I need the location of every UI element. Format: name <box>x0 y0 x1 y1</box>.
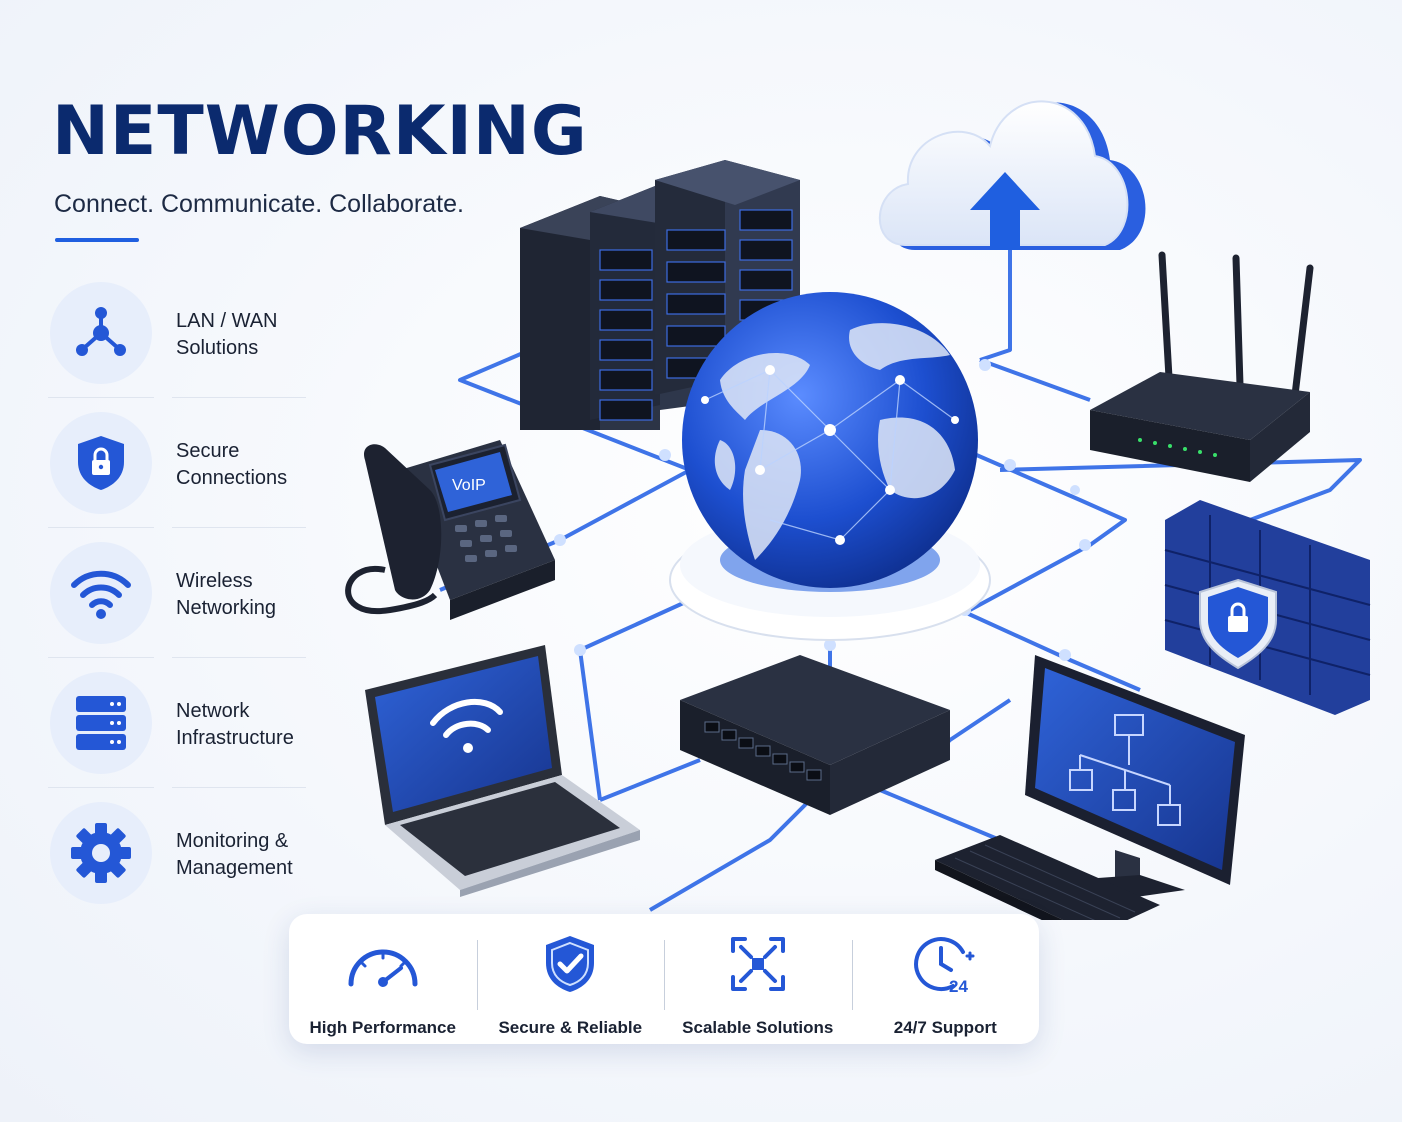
page-title: NETWORKING <box>52 92 588 171</box>
globe-icon <box>669 292 991 641</box>
divider <box>48 397 306 398</box>
benefit-label: Scalable Solutions <box>682 1018 834 1037</box>
benefit-label: Secure & Reliable <box>498 1018 643 1037</box>
router-icon <box>1090 251 1314 482</box>
speedometer-icon <box>344 934 422 994</box>
benefit-high-performance: High Performance <box>289 914 477 1044</box>
shield-lock-icon <box>50 412 152 514</box>
feature-infrastructure[interactable]: Network Infrastructure <box>48 658 306 788</box>
firewall-icon <box>1164 500 1371 715</box>
title-underline <box>55 238 139 242</box>
feature-list: LAN / WAN Solutions Secure Connections <box>48 268 306 918</box>
tagline: Connect. Communicate. Collaborate. <box>54 190 464 218</box>
divider <box>48 527 306 528</box>
divider <box>48 787 306 788</box>
feature-label: LAN / WAN Solutions <box>176 310 278 359</box>
benefit-scalable: Scalable Solutions <box>664 914 852 1044</box>
benefit-label: High Performance <box>309 1018 456 1037</box>
server-stack-icon <box>50 672 152 774</box>
shield-check-icon <box>531 934 609 994</box>
network-switch-icon <box>680 655 950 815</box>
gear-icon <box>50 802 152 904</box>
feature-label: Secure Connections <box>176 440 288 489</box>
phone-screen-label: VoIP <box>452 477 486 494</box>
clock-24-icon: 24 <box>906 934 984 994</box>
cloud-upload-icon <box>878 100 1146 250</box>
keyboard-icon <box>935 835 1160 920</box>
benefit-label: 24/7 Support <box>893 1018 997 1037</box>
feature-monitoring[interactable]: Monitoring & Management <box>48 788 306 918</box>
laptop-icon <box>365 645 640 897</box>
benefits-bar: High Performance Secure & Reliable Scala… <box>289 914 1039 1044</box>
divider <box>48 657 306 658</box>
network-nodes-icon <box>50 282 152 384</box>
feature-lan-wan[interactable]: LAN / WAN Solutions <box>48 268 306 398</box>
benefit-support: 24 24/7 Support <box>851 914 1040 1044</box>
feature-label: Monitoring & Management <box>176 830 293 879</box>
expand-arrows-icon <box>719 934 797 994</box>
feature-wireless[interactable]: Wireless Networking <box>48 528 306 658</box>
feature-label: Network Infrastructure <box>176 700 294 749</box>
voip-phone-icon: VoIP <box>345 440 555 620</box>
feature-secure[interactable]: Secure Connections <box>48 398 306 528</box>
feature-label: Wireless Networking <box>176 570 277 619</box>
svg-text:24: 24 <box>949 977 968 994</box>
network-illustration: VoIP <box>345 100 1371 920</box>
wifi-icon <box>50 542 152 644</box>
benefit-secure-reliable: Secure & Reliable <box>476 914 665 1044</box>
